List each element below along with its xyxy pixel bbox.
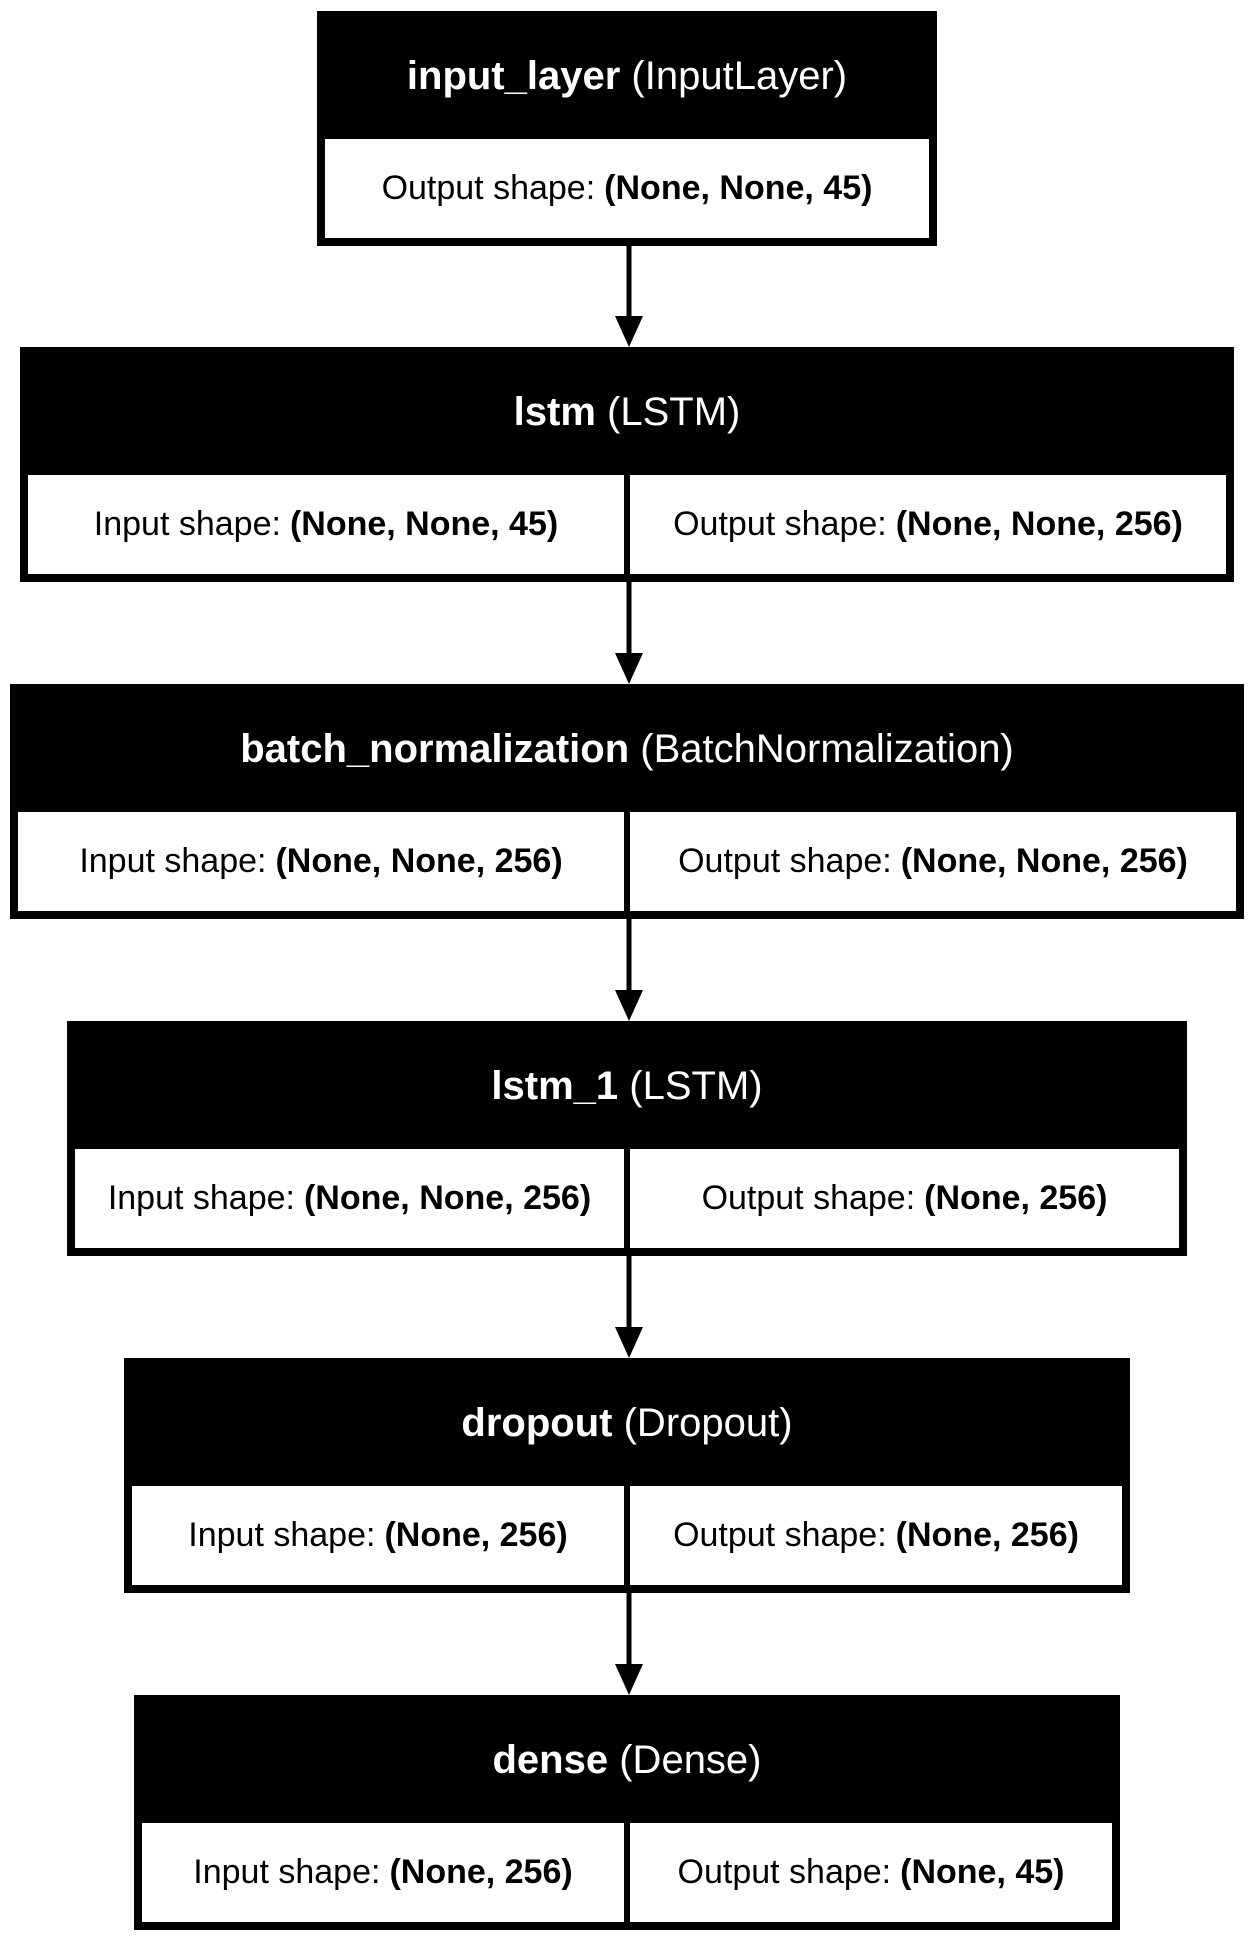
layer-class: (Dense) xyxy=(619,1737,762,1782)
layer-shape-row: Input shape:(None, None, 45) Output shap… xyxy=(24,475,1230,578)
layer-node-dropout: dropout (Dropout) Input shape:(None, 256… xyxy=(124,1358,1130,1593)
output-shape-cell: Output shape:(None, None, 256) xyxy=(630,475,1226,574)
layer-node-lstm-1: lstm_1 (LSTM) Input shape:(None, None, 2… xyxy=(67,1021,1187,1256)
layer-shape-row: Input shape:(None, None, 256) Output sha… xyxy=(71,1149,1183,1252)
shape-label: Input shape: xyxy=(188,1516,376,1554)
layer-header: input_layer (InputLayer) xyxy=(321,15,933,137)
shape-label: Input shape: xyxy=(107,1179,295,1217)
output-shape-cell: Output shape:(None, 256) xyxy=(630,1486,1122,1585)
shape-value: (None, None, 45) xyxy=(289,505,559,543)
input-shape-cell: Input shape:(None, 256) xyxy=(142,1823,624,1922)
shape-value: (None, 256) xyxy=(895,1516,1079,1554)
shape-value: (None, None, 256) xyxy=(275,842,563,880)
layer-name: lstm_1 xyxy=(491,1063,619,1108)
layer-header: lstm (LSTM) xyxy=(24,351,1230,473)
shape-label: Output shape: xyxy=(381,169,596,207)
input-shape-cell: Input shape:(None, None, 256) xyxy=(18,812,624,911)
layer-class: (BatchNormalization) xyxy=(640,726,1014,771)
shape-value: (None, None, 256) xyxy=(303,1179,592,1217)
shape-value: (None, None, 256) xyxy=(900,842,1188,880)
layer-shape-row: Output shape:(None, None, 45) xyxy=(321,139,933,242)
output-shape-cell: Output shape:(None, 256) xyxy=(630,1149,1179,1248)
arrow-lstm-to-batch-normalization xyxy=(615,582,643,684)
arrow-lstm-1-to-dropout xyxy=(615,1256,643,1358)
layer-node-lstm: lstm (LSTM) Input shape:(None, None, 45)… xyxy=(20,347,1234,582)
layer-name: dropout xyxy=(461,1400,613,1445)
shape-value: (None, None, 256) xyxy=(895,505,1183,543)
shape-label: Output shape: xyxy=(677,1853,892,1891)
shape-value: (None, None, 45) xyxy=(604,169,873,207)
layer-node-input-layer: input_layer (InputLayer) Output shape:(N… xyxy=(317,11,937,246)
input-shape-cell: Input shape:(None, 256) xyxy=(132,1486,624,1585)
layer-name: lstm xyxy=(513,389,596,434)
shape-label: Input shape: xyxy=(193,1853,381,1891)
shape-value: (None, 45) xyxy=(900,1853,1065,1891)
layer-name: dense xyxy=(492,1737,609,1782)
shape-label: Output shape: xyxy=(673,1516,887,1554)
arrow-input-layer-to-lstm xyxy=(615,246,643,347)
layer-header: dropout (Dropout) xyxy=(128,1362,1126,1484)
layer-class: (LSTM) xyxy=(629,1063,763,1108)
output-shape-cell: Output shape:(None, None, 256) xyxy=(630,812,1236,911)
layer-class: (InputLayer) xyxy=(631,53,848,98)
layer-shape-row: Input shape:(None, None, 256) Output sha… xyxy=(14,812,1240,915)
shape-label: Output shape: xyxy=(678,842,892,880)
layer-header: lstm_1 (LSTM) xyxy=(71,1025,1183,1147)
arrow-dropout-to-dense xyxy=(615,1593,643,1695)
layer-shape-row: Input shape:(None, 256) Output shape:(No… xyxy=(128,1486,1126,1589)
shape-value: (None, 256) xyxy=(384,1516,568,1554)
layer-node-batch-normalization: batch_normalization (BatchNormalization)… xyxy=(10,684,1244,919)
shape-label: Output shape: xyxy=(673,505,887,543)
layer-class: (Dropout) xyxy=(623,1400,793,1445)
layer-header: dense (Dense) xyxy=(138,1699,1116,1821)
layer-shape-row: Input shape:(None, 256) Output shape:(No… xyxy=(138,1823,1116,1926)
output-shape-cell: Output shape:(None, 45) xyxy=(630,1823,1112,1922)
layer-header: batch_normalization (BatchNormalization) xyxy=(14,688,1240,810)
shape-value: (None, 256) xyxy=(924,1179,1108,1217)
shape-label: Output shape: xyxy=(701,1179,916,1217)
input-shape-cell: Input shape:(None, None, 256) xyxy=(75,1149,624,1248)
layer-name: batch_normalization xyxy=(240,726,630,771)
output-shape-cell: Output shape:(None, None, 45) xyxy=(325,139,929,238)
layer-node-dense: dense (Dense) Input shape:(None, 256) Ou… xyxy=(134,1695,1120,1930)
layer-class: (LSTM) xyxy=(607,389,741,434)
shape-label: Input shape: xyxy=(93,505,281,543)
shape-label: Input shape: xyxy=(79,842,267,880)
input-shape-cell: Input shape:(None, None, 45) xyxy=(28,475,624,574)
layer-name: input_layer xyxy=(406,53,621,98)
shape-value: (None, 256) xyxy=(389,1853,573,1891)
arrow-batch-normalization-to-lstm-1 xyxy=(615,919,643,1021)
